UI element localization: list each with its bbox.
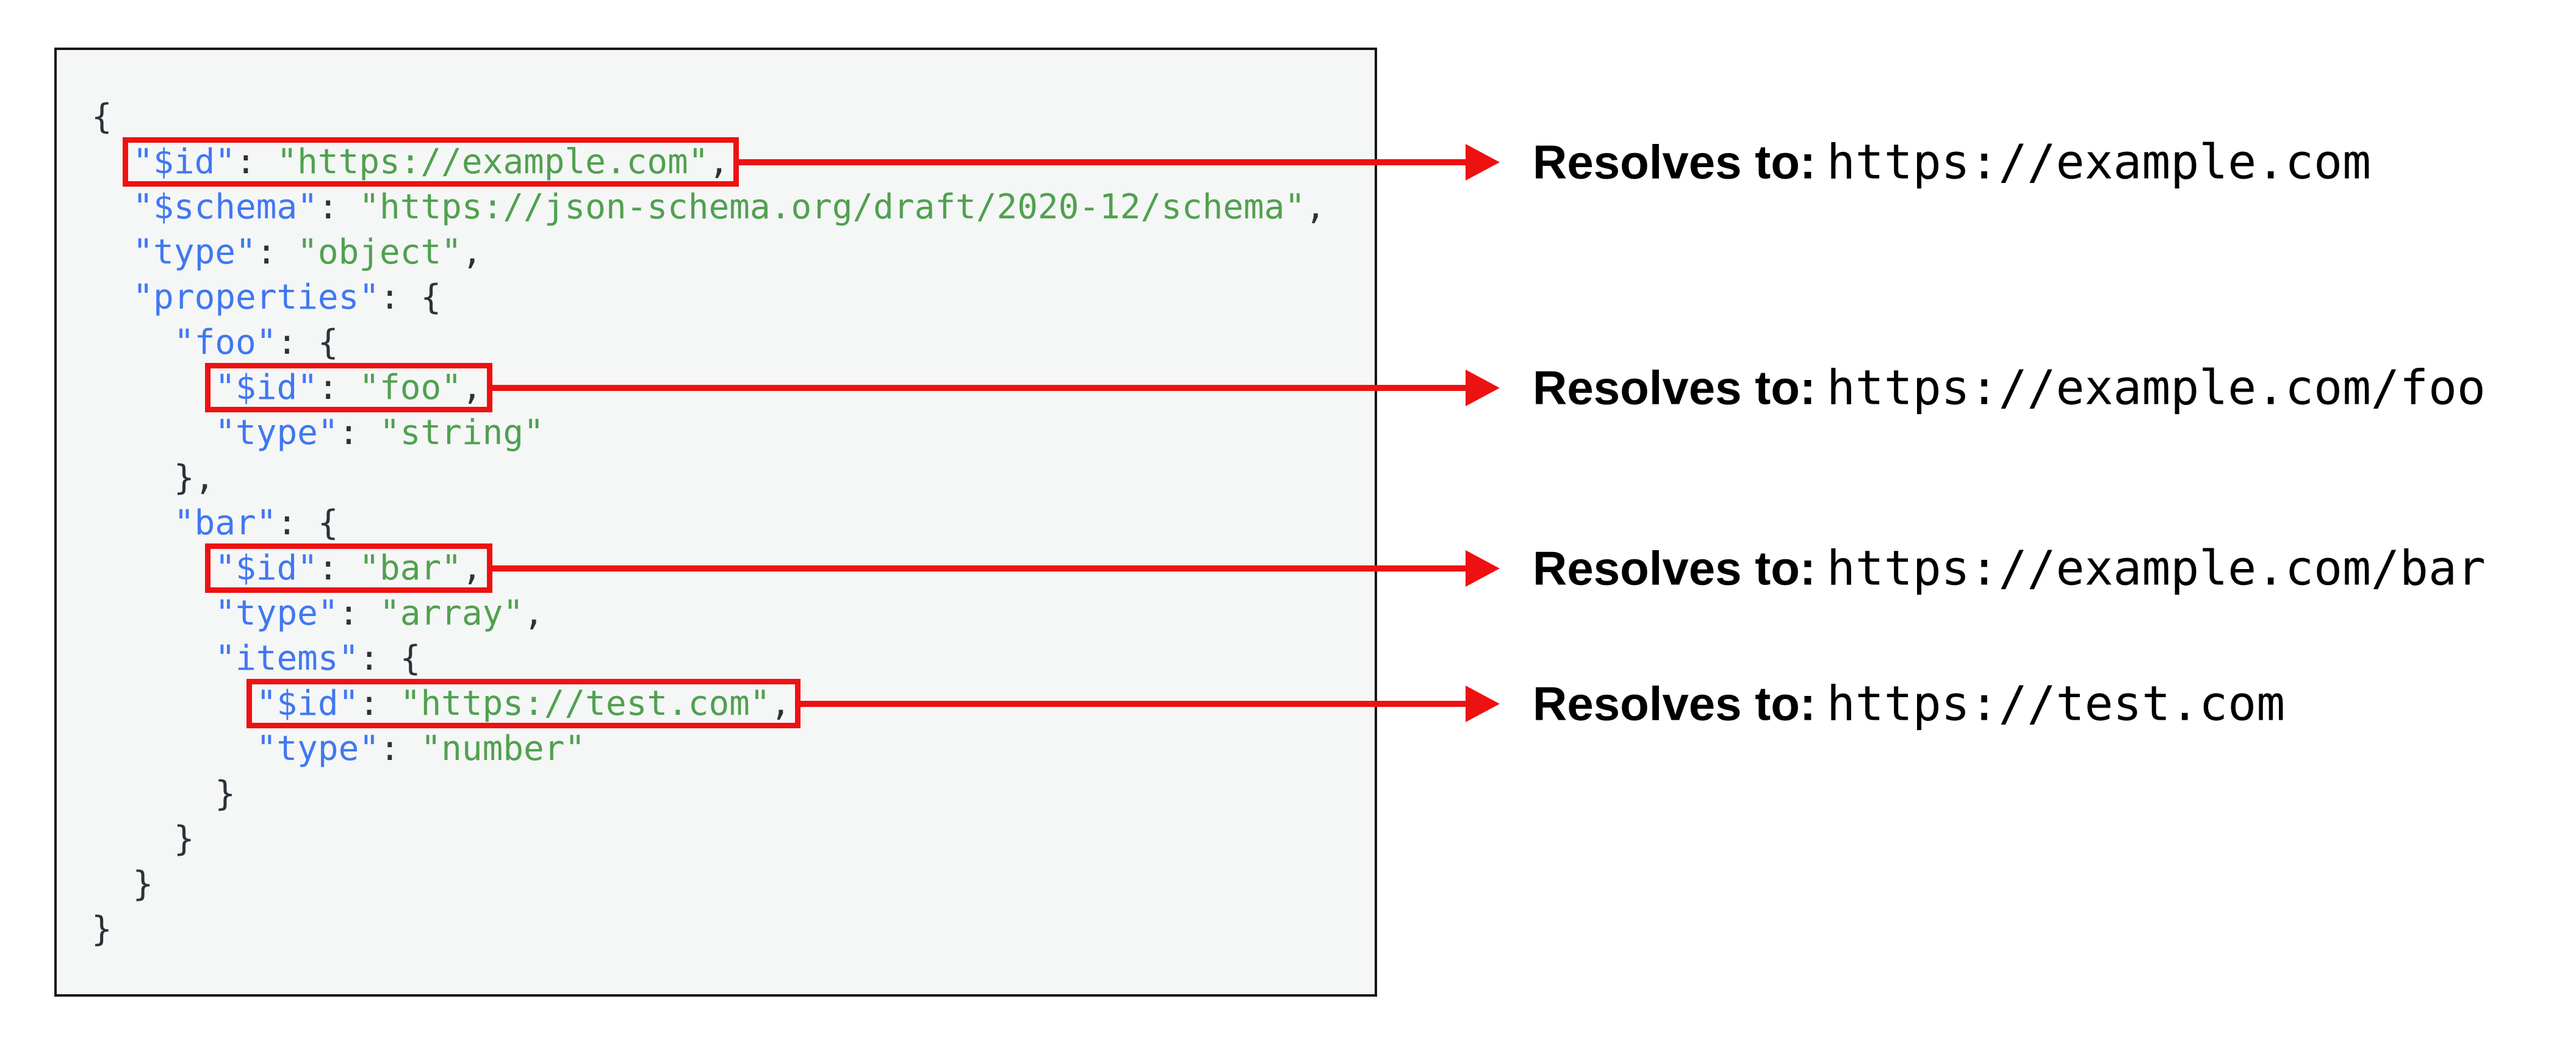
resolves-label: Resolves to: bbox=[1533, 135, 1816, 188]
token-string: "object" bbox=[297, 232, 462, 272]
code-line: "$id": "bar", bbox=[92, 546, 1375, 591]
id-highlight-box: "$id": "foo", bbox=[215, 368, 482, 407]
resolved-url: https://test.com bbox=[1826, 676, 2286, 731]
token-punct: : bbox=[317, 548, 359, 588]
resolves-label: Resolves to: bbox=[1533, 541, 1816, 595]
code-line: "foo": { bbox=[92, 320, 1375, 365]
token-key: "type" bbox=[215, 593, 339, 633]
token-string: "string" bbox=[380, 413, 544, 453]
token-punct: : bbox=[380, 729, 421, 769]
token-punct: : { bbox=[276, 503, 339, 543]
code-panel: { "$id": "https://example.com", "$schema… bbox=[54, 48, 1377, 997]
id-highlight-box: "$id": "https://example.com", bbox=[132, 142, 729, 182]
token-punct: : bbox=[317, 368, 359, 407]
token-key: "properties" bbox=[132, 278, 380, 317]
token-punct: } bbox=[173, 819, 195, 859]
token-key: "type" bbox=[132, 232, 256, 272]
token-string: "bar" bbox=[359, 548, 462, 588]
arrow-head-icon bbox=[1466, 550, 1500, 587]
code-line: "items": { bbox=[92, 636, 1375, 681]
code-line: "$id": "https://test.com", bbox=[92, 681, 1375, 726]
token-punct: , bbox=[523, 593, 544, 633]
token-key: "type" bbox=[215, 413, 339, 453]
annotation-row: Resolves to:https://example.com bbox=[1533, 134, 2371, 190]
resolved-url: https://example.com bbox=[1826, 135, 2372, 190]
code-line: "type": "string" bbox=[92, 410, 1375, 456]
token-punct: , bbox=[708, 142, 730, 182]
annotation-row: Resolves to:https://test.com bbox=[1533, 676, 2285, 731]
code-line: }, bbox=[92, 456, 1375, 501]
token-key: "$id" bbox=[256, 684, 359, 723]
token-string: "https://example.com" bbox=[276, 142, 709, 182]
token-punct: { bbox=[92, 97, 112, 137]
token-string: "https://test.com" bbox=[400, 684, 771, 723]
resolves-label: Resolves to: bbox=[1533, 676, 1816, 730]
code-line: "$id": "foo", bbox=[92, 365, 1375, 410]
annotation-row: Resolves to:https://example.com/bar bbox=[1533, 540, 2486, 596]
arrow-head-icon bbox=[1466, 369, 1500, 406]
token-punct: : bbox=[338, 413, 380, 453]
code-line: } bbox=[92, 862, 1375, 907]
token-string: "number" bbox=[420, 729, 586, 769]
resolve-arrow-line bbox=[739, 159, 1470, 165]
code-line: "bar": { bbox=[92, 501, 1375, 546]
token-key: "foo" bbox=[173, 323, 277, 362]
code-line: "$id": "https://example.com", bbox=[92, 140, 1375, 185]
token-punct: , bbox=[1305, 187, 1326, 227]
code-line: "type": "object", bbox=[92, 230, 1375, 275]
token-key: "type" bbox=[256, 729, 380, 769]
token-punct: }, bbox=[173, 458, 215, 498]
arrow-head-icon bbox=[1466, 685, 1500, 722]
token-punct: : bbox=[236, 142, 277, 182]
id-highlight-box: "$id": "bar", bbox=[215, 548, 482, 588]
resolves-label: Resolves to: bbox=[1533, 360, 1816, 414]
token-key: "$id" bbox=[132, 142, 236, 182]
code-line: "type": "number" bbox=[92, 726, 1375, 772]
token-string: "https://json-schema.org/draft/2020-12/s… bbox=[359, 187, 1306, 227]
code-line: "properties": { bbox=[92, 275, 1375, 320]
token-punct: , bbox=[461, 232, 483, 272]
resolved-url: https://example.com/foo bbox=[1826, 360, 2486, 415]
token-punct: } bbox=[132, 864, 154, 904]
token-key: "$id" bbox=[215, 368, 318, 407]
code-line: } bbox=[92, 907, 1375, 952]
code-line: } bbox=[92, 772, 1375, 817]
token-punct: : { bbox=[276, 323, 339, 362]
token-key: "items" bbox=[215, 639, 359, 678]
token-key: "$schema" bbox=[132, 187, 318, 227]
token-punct: : bbox=[338, 593, 380, 633]
token-punct: } bbox=[92, 909, 112, 949]
token-punct: : bbox=[317, 187, 359, 227]
token-string: "foo" bbox=[359, 368, 462, 407]
annotation-row: Resolves to:https://example.com/foo bbox=[1533, 360, 2486, 415]
token-punct: , bbox=[461, 368, 483, 407]
token-punct: : { bbox=[359, 639, 421, 678]
token-key: "$id" bbox=[215, 548, 318, 588]
resolve-arrow-line bbox=[801, 700, 1470, 707]
json-code: { "$id": "https://example.com", "$schema… bbox=[57, 50, 1375, 952]
code-line: "$schema": "https://json-schema.org/draf… bbox=[92, 185, 1375, 230]
token-string: "array" bbox=[380, 593, 524, 633]
token-punct: : bbox=[256, 232, 298, 272]
token-punct: , bbox=[461, 548, 483, 588]
token-punct: } bbox=[215, 774, 236, 814]
token-punct: , bbox=[770, 684, 791, 723]
id-highlight-box: "$id": "https://test.com", bbox=[256, 684, 791, 723]
token-key: "bar" bbox=[173, 503, 277, 543]
arrow-head-icon bbox=[1466, 143, 1500, 181]
resolve-arrow-line bbox=[492, 384, 1470, 391]
token-punct: : bbox=[359, 684, 400, 723]
code-line: { bbox=[92, 95, 1375, 140]
token-punct: : { bbox=[380, 278, 442, 317]
code-line: "type": "array", bbox=[92, 591, 1375, 636]
code-line: } bbox=[92, 817, 1375, 862]
resolved-url: https://example.com/bar bbox=[1826, 541, 2486, 596]
resolve-arrow-line bbox=[492, 565, 1470, 572]
